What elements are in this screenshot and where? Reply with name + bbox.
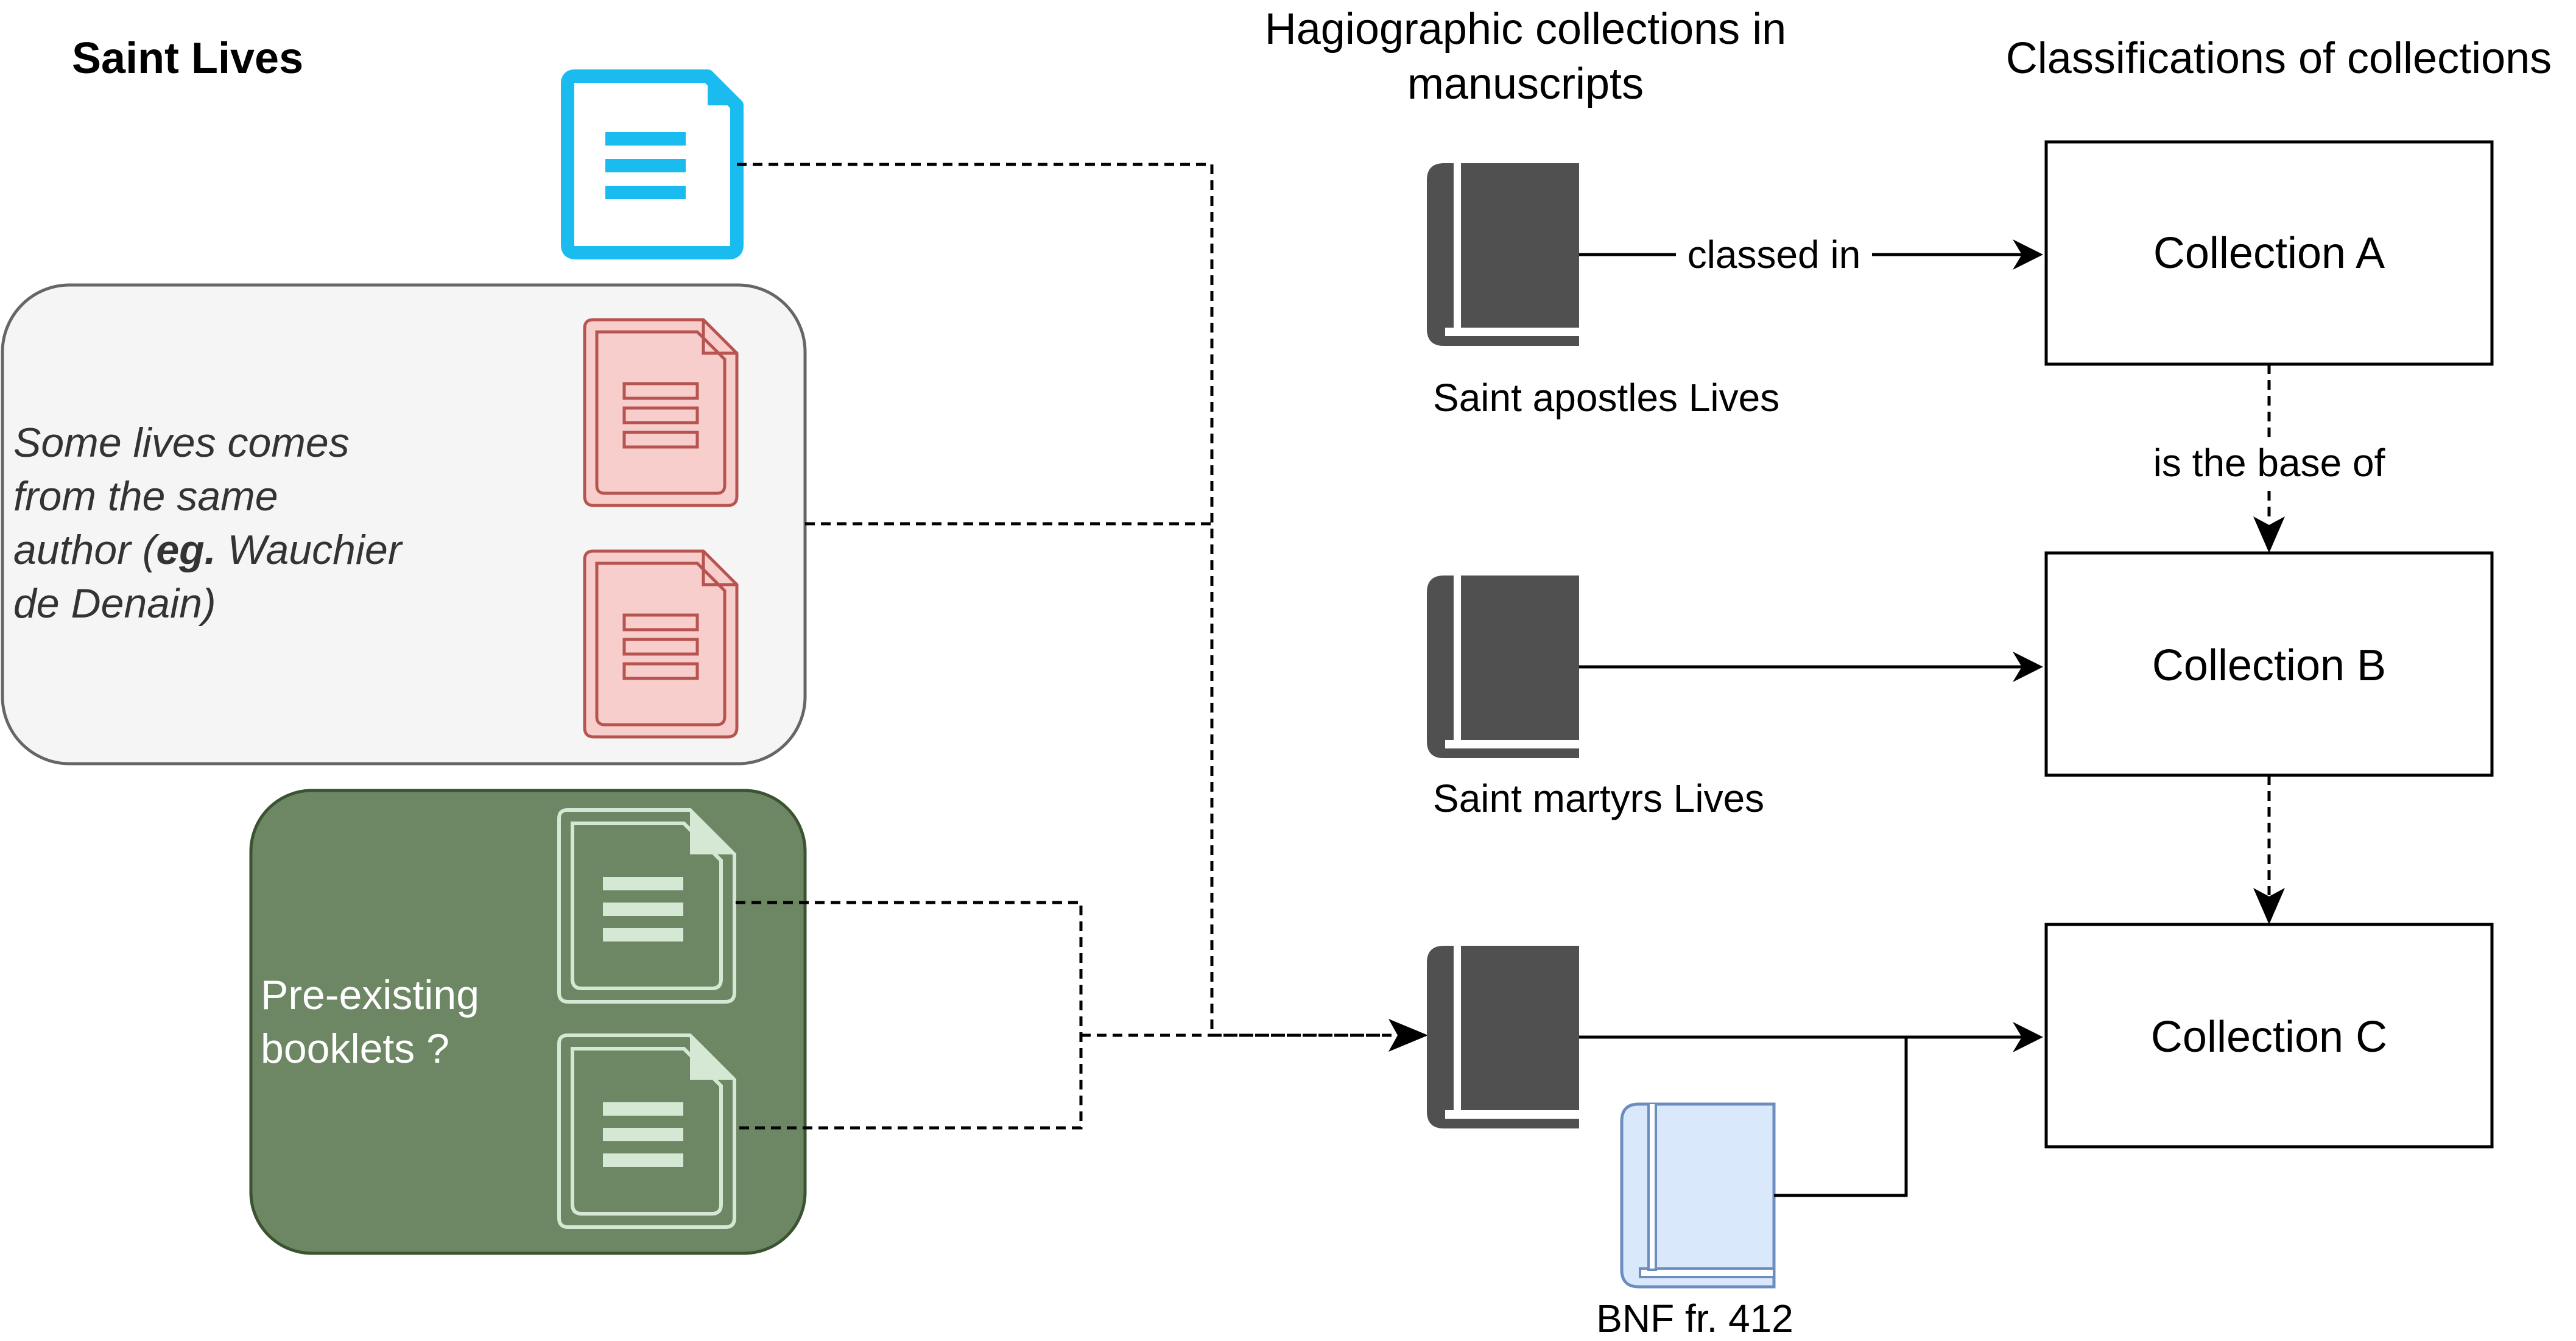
collections-header-line2: manuscripts — [1407, 60, 1644, 108]
collection-c-label: Collection C — [2151, 1013, 2387, 1061]
bnf-label: BNF fr. 412 — [1596, 1297, 1793, 1340]
red-document-icon — [583, 549, 739, 739]
base-of-label-bg — [2150, 438, 2388, 488]
classifications-header: Classifications of collections — [2006, 34, 2552, 83]
dashed-arrowhead — [1388, 1019, 1428, 1052]
classed-in-label-bg — [1676, 228, 1872, 278]
collection-b-label: Collection B — [2152, 641, 2386, 690]
classed-in-label: classed in — [1687, 233, 1861, 276]
apostles-label: Saint apostles Lives — [1433, 376, 1779, 420]
blue-book-icon — [1620, 1102, 1776, 1289]
base-of-label: is the base of — [2153, 441, 2385, 485]
red-document-icon — [583, 318, 739, 507]
blue-document-icon — [561, 69, 744, 259]
book-icon — [1427, 575, 1579, 758]
green-document-icon — [557, 808, 736, 1004]
booklets-text: Pre-existing booklets ? — [261, 972, 491, 1072]
collection-b-box — [2044, 551, 2494, 777]
same-author-text: Some lives comes from the same author (e… — [13, 420, 413, 627]
book-icon — [1427, 163, 1579, 346]
collection-a-label: Collection A — [2153, 229, 2385, 278]
saint-lives-title: Saint Lives — [72, 34, 303, 83]
martyrs-label: Saint martyrs Lives — [1433, 776, 1764, 820]
collection-a-box — [2044, 140, 2494, 366]
collections-header-line1: Hagiographic collections in — [1265, 5, 1786, 54]
dashed-connectors — [736, 163, 1392, 1130]
collection-c-box — [2044, 923, 2494, 1149]
arrowhead-c — [2253, 888, 2285, 924]
book-icon — [1427, 946, 1579, 1128]
arrowhead-b — [2253, 516, 2285, 553]
green-document-icon — [557, 1033, 736, 1229]
